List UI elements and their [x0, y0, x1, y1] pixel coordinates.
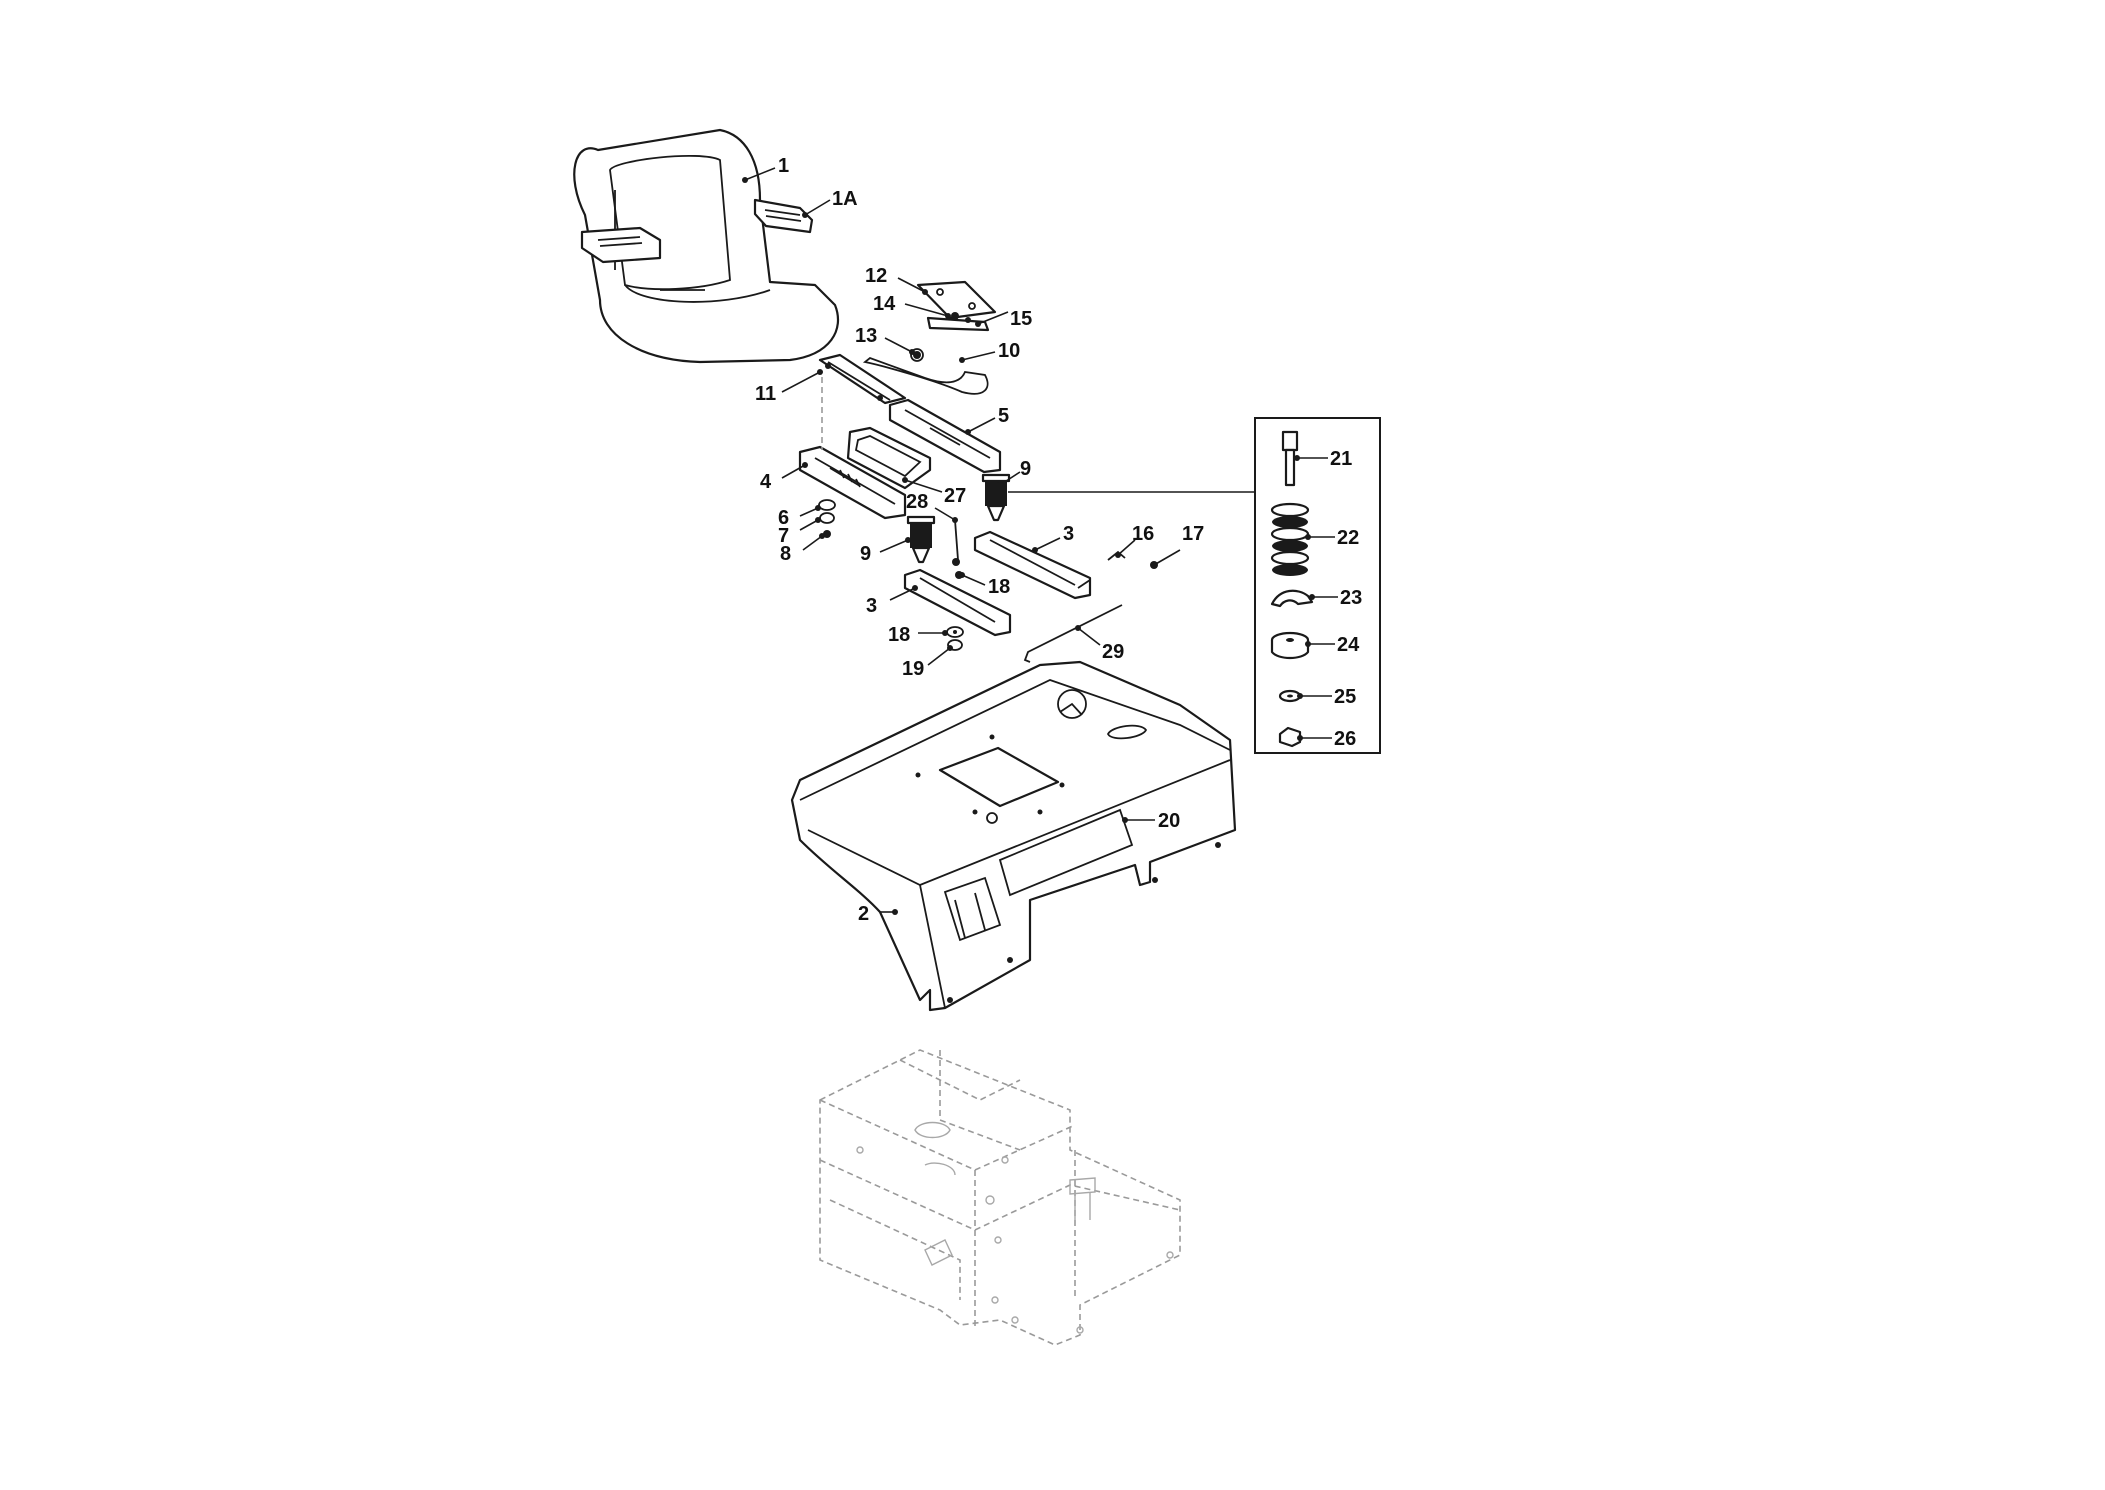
callout-label: 1 [778, 155, 789, 177]
callout-1a: 1A [802, 188, 858, 218]
rod-29 [1023, 604, 1123, 663]
callout-label: 9 [1020, 458, 1031, 480]
callout-label: 20 [1158, 810, 1180, 832]
callout-label: 15 [1010, 308, 1032, 330]
spring-detail-inset [1008, 417, 1381, 754]
callout-2: 2 [858, 903, 898, 925]
callout-label: 5 [998, 405, 1009, 427]
mount-rail-upper [973, 530, 1092, 600]
callout-14: 14 [873, 293, 951, 319]
callout-22: 22 [1305, 527, 1359, 549]
callout-label: 3 [866, 595, 877, 617]
slide-rail-5 [888, 398, 1002, 474]
callout-label: 19 [902, 658, 924, 680]
callout-label: 29 [1102, 641, 1124, 663]
callout-27: 27 [902, 477, 966, 507]
bolt-28 [952, 519, 963, 579]
slide-rail-4 [798, 377, 907, 520]
slide-rail-upper [818, 353, 907, 405]
callout-9-left: 9 [860, 537, 911, 565]
callout-7: 7 [778, 517, 821, 547]
callout-24: 24 [1305, 634, 1360, 656]
seat-slide-bracket [910, 280, 997, 362]
callout-label: 1A [832, 188, 858, 210]
callout-label: 13 [855, 325, 877, 347]
callout-21: 21 [1294, 448, 1352, 470]
callout-label: 24 [1337, 634, 1360, 656]
callout-label: 8 [780, 543, 791, 565]
callout-23: 23 [1309, 587, 1362, 609]
callout-6: 6 [778, 505, 821, 529]
callout-label: 6 [778, 507, 789, 529]
seat [573, 128, 840, 364]
callout-label: 14 [873, 293, 896, 315]
callout-label: 18 [988, 576, 1010, 598]
callout-18-upper: 18 [959, 572, 1010, 598]
callout-18-lower: 18 [888, 624, 948, 646]
callout-label: 10 [998, 340, 1020, 362]
fastener-stack-6-7-8 [818, 499, 836, 538]
callout-label: 18 [888, 624, 910, 646]
callout-1: 1 [742, 155, 789, 183]
callout-10: 10 [959, 340, 1020, 363]
callout-8: 8 [780, 533, 825, 565]
callout-29: 29 [1075, 625, 1124, 663]
seat-pan-fender [790, 660, 1237, 1012]
callout-label: 26 [1334, 728, 1356, 750]
callout-11: 11 [755, 369, 823, 405]
callout-26: 26 [1297, 728, 1356, 750]
mount-rail-lower [903, 568, 1012, 637]
callout-label: 4 [760, 471, 772, 493]
callout-label: 17 [1182, 523, 1204, 545]
callout-label: 7 [778, 525, 789, 547]
callout-28: 28 [906, 491, 958, 523]
callout-label: 11 [755, 383, 776, 405]
callout-3-lower: 3 [866, 585, 918, 617]
callout-label: 21 [1330, 448, 1352, 470]
callout-16: 16 [1115, 523, 1154, 558]
callout-label: 12 [865, 265, 887, 287]
callout-label: 28 [906, 491, 928, 513]
callout-3-upper: 3 [1032, 523, 1074, 553]
callout-label: 23 [1340, 587, 1362, 609]
callout-13: 13 [855, 325, 915, 355]
callout-15: 15 [975, 308, 1032, 330]
mower-frame-reference [819, 1049, 1181, 1346]
callout-label: 25 [1334, 686, 1356, 708]
suspension-spring-left [906, 515, 936, 564]
callout-19: 19 [902, 645, 953, 680]
callout-9-right: 9 [997, 458, 1031, 488]
callout-12: 12 [865, 265, 928, 295]
callout-label: 27 [944, 485, 966, 507]
callout-20: 20 [1122, 810, 1180, 832]
callout-4: 4 [760, 462, 808, 493]
storage-tray [846, 426, 932, 490]
seat-release-handle [862, 356, 989, 395]
callout-5: 5 [965, 405, 1009, 435]
callout-label: 2 [858, 903, 869, 925]
callout-25: 25 [1297, 686, 1356, 708]
callout-label: 16 [1132, 523, 1154, 545]
callout-label: 22 [1337, 527, 1359, 549]
callout-17: 17 [1151, 523, 1204, 568]
callout-label: 3 [1063, 523, 1074, 545]
callout-label: 9 [860, 543, 871, 565]
